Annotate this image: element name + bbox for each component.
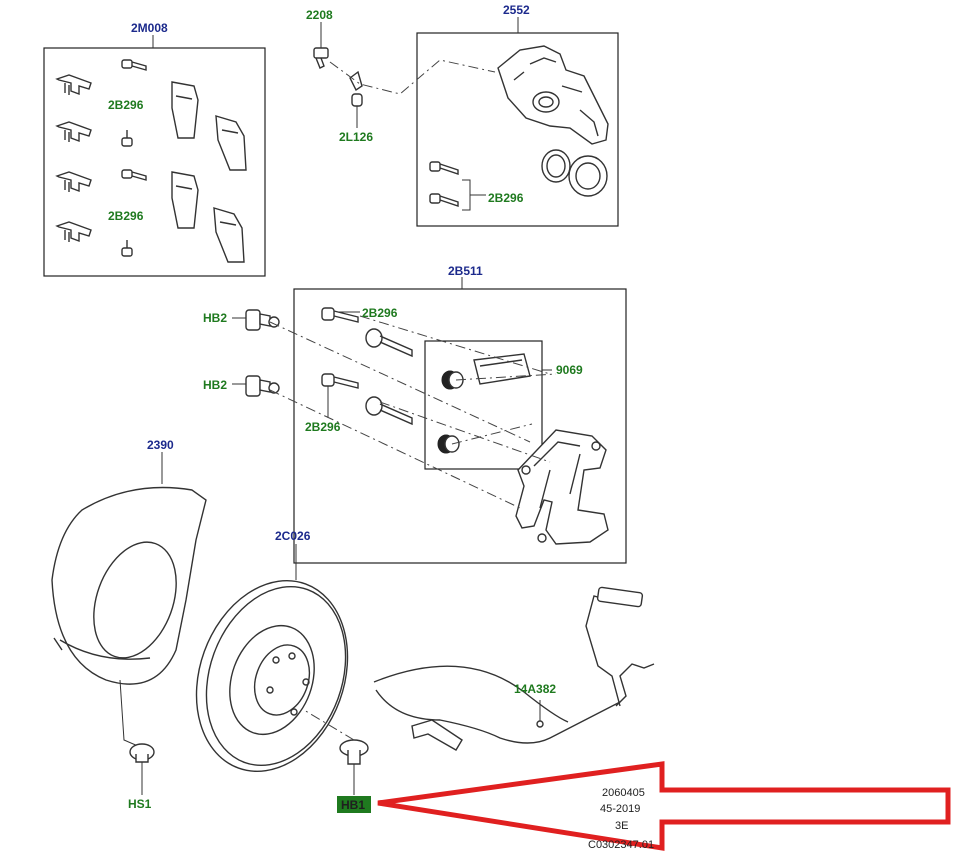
callout-2b296-a: 2B296 [108,98,144,112]
callout-hb2-bottom: HB2 [203,378,227,392]
wear-sensor [373,586,655,751]
grease-sachet [473,353,552,385]
info-line-3: 3E [615,820,628,832]
brake-disc [195,544,349,773]
hb1-highlight [337,796,371,813]
slide-kit-box [424,340,543,470]
info-line-2: 45-2019 [600,803,640,815]
callout-2l126: 2L126 [339,130,373,144]
info-line-1: 2060405 [602,787,645,799]
splash-shield [51,452,207,747]
caliper-housing [497,45,609,145]
pad-bolts [121,59,147,257]
callout-2b296-c: 2B296 [488,191,524,205]
caliper-bolts [429,161,486,211]
callout-2b296-b: 2B296 [108,209,144,223]
callout-2b296-e: 2B296 [305,420,341,434]
callout-hs1: HS1 [128,797,152,811]
callout-2390: 2390 [147,438,174,452]
guide-bolts [321,307,413,426]
callout-2552: 2552 [503,3,530,17]
hs1-screw [129,743,155,795]
highlight-arrow [377,761,951,851]
brake-pads [171,81,247,263]
callout-hb1: HB1 [341,798,365,812]
hb1-screw [303,709,369,795]
info-line-4: C0302347.01 [588,839,654,851]
bleed-cap [349,70,363,128]
callout-2b296-d: 2B296 [362,306,398,320]
callout-2c026: 2C026 [275,529,311,543]
callout-2m008: 2M008 [131,21,168,35]
caliper-carrier [515,429,609,545]
anti-rattle-clips [55,74,92,243]
callout-2b511: 2B511 [448,264,483,278]
callout-2208: 2208 [306,8,333,22]
pad-kit-box [43,47,266,277]
guide-boots [437,370,464,454]
callout-9069: 9069 [556,363,583,377]
callout-14a382: 14A382 [514,682,556,696]
bleed-screw [313,22,329,69]
carrier-box [293,288,627,564]
callout-hb2-top: HB2 [203,311,227,325]
caliper-seals [541,149,608,197]
